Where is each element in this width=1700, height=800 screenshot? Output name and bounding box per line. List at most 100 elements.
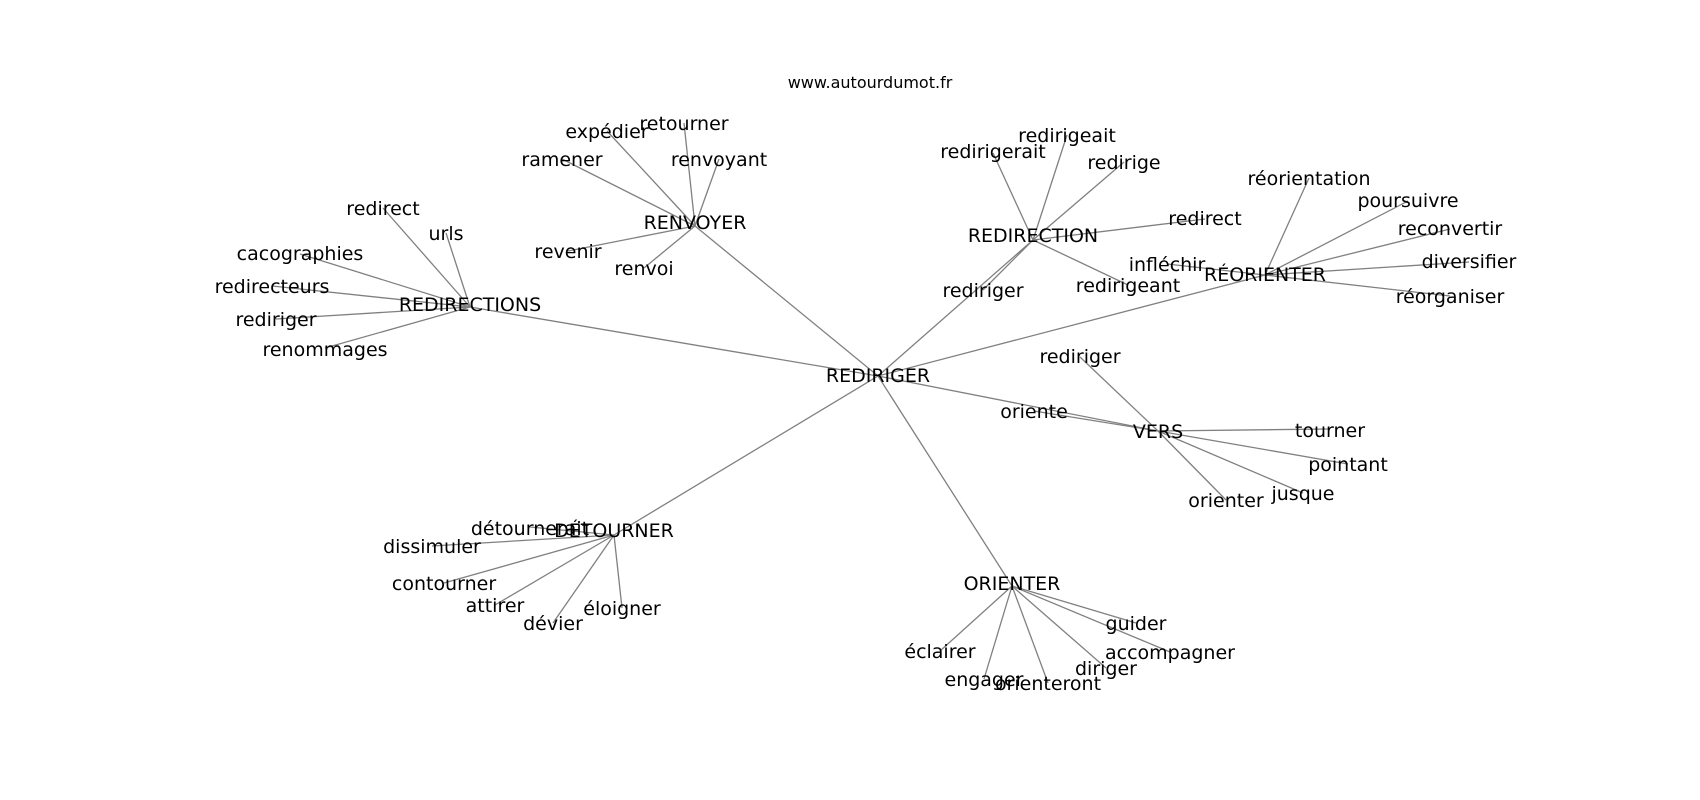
leaf-node-label: redirigerait <box>940 141 1045 163</box>
leaf-node-label: redirigeant <box>1076 275 1180 297</box>
edge-redirection-leaf <box>1032 218 1206 241</box>
leaf-node-label: retourner <box>639 113 728 135</box>
leaf-node-label: renvoyant <box>671 149 767 171</box>
hub-node-label-redirections: REDIRECTIONS <box>399 294 541 316</box>
edge-detourner-leaf <box>443 534 615 584</box>
leaf-node-label: redirigeait <box>1018 125 1116 147</box>
leaf-node-label: engager <box>945 669 1024 691</box>
edge-center-detourner <box>613 375 879 536</box>
leaf-node-label: dissimuler <box>383 536 481 558</box>
leaf-node-label: revenir <box>534 241 601 263</box>
edge-renvoyer-leaf <box>643 225 696 269</box>
edge-vers-leaf <box>1157 430 1349 465</box>
leaf-node-label: ramener <box>521 149 602 171</box>
edge-detourner-leaf <box>431 534 615 547</box>
leaf-node-label: jusque <box>1270 483 1334 505</box>
edge-renvoyer-leaf <box>683 122 696 227</box>
leaf-node-label: cacographies <box>237 243 364 265</box>
edge-center-vers <box>877 375 1159 432</box>
edge-orienter-leaf <box>983 585 1013 680</box>
hub-node-label-reorienter: RÉORIENTER <box>1204 263 1326 286</box>
edge-center-orienter <box>877 375 1013 587</box>
edge-center-renvoyer <box>694 225 879 377</box>
leaf-node-label: éclairer <box>904 641 975 663</box>
hub-node-label-redirection: REDIRECTION <box>968 225 1098 247</box>
leaf-node-label: pointant <box>1308 454 1388 476</box>
leaf-node-label: orienter <box>1188 490 1264 512</box>
leaf-node-label: infléchir <box>1129 254 1206 276</box>
leaf-node-label: éloigner <box>583 598 661 620</box>
edge-redirection-leaf <box>1032 239 1129 286</box>
edge-redirections-leaf <box>275 306 471 320</box>
edge-detourner-leaf <box>613 534 623 609</box>
leaf-node-label: accompagner <box>1105 642 1235 664</box>
leaf-node-label: orienteront <box>995 673 1101 695</box>
leaf-node-label: rediriger <box>942 280 1023 302</box>
edge-detourner-leaf <box>529 526 615 536</box>
edge-redirection-leaf <box>982 239 1034 291</box>
leaf-node-label: tourner <box>1295 420 1365 442</box>
edge-vers-leaf <box>1157 430 1304 494</box>
leaf-node-label: renommages <box>262 339 387 361</box>
edge-renvoyer-leaf <box>694 158 720 227</box>
edge-orienter-leaf <box>939 585 1013 652</box>
leaf-node-label: redirect <box>346 198 419 220</box>
edge-vers-leaf <box>1033 410 1159 432</box>
edge-redirections-leaf <box>299 253 471 308</box>
leaf-node-label: urls <box>428 223 463 245</box>
edge-redirections-leaf <box>445 232 471 308</box>
edge-center-reorienter <box>877 274 1266 377</box>
leaf-node-label: rediriger <box>1039 346 1120 368</box>
edge-renvoyer-leaf <box>606 130 696 227</box>
leaf-node-label: poursuivre <box>1357 190 1458 212</box>
edge-orienter-leaf <box>1011 585 1137 624</box>
edge-reorienter-leaf <box>1166 263 1266 276</box>
edge-reorienter-leaf <box>1264 177 1310 276</box>
leaf-node-label: rediriger <box>235 309 316 331</box>
hub-node-label-renvoyer: RENVOYER <box>644 212 747 234</box>
edge-center-redirections <box>469 306 879 377</box>
leaf-node-label: dévier <box>523 613 583 635</box>
leaf-node-label: réorganiser <box>1396 286 1505 308</box>
edge-detourner-leaf <box>552 534 615 624</box>
graph-labels: redirect urls cacographies redirecteurs redi… <box>215 113 1517 695</box>
hub-node-label-vers: VERS <box>1133 421 1183 443</box>
leaf-node-label: diriger <box>1075 658 1137 680</box>
edge-center-redirection <box>877 239 1034 377</box>
edge-renvoyer-leaf <box>567 225 696 252</box>
site-url: www.autourdumot.fr <box>788 73 953 92</box>
edge-reorienter-leaf <box>1264 228 1451 276</box>
leaf-node-label: diversifier <box>1422 251 1517 273</box>
leaf-node-label: contourner <box>392 573 496 595</box>
leaf-node-label: oriente <box>1000 401 1068 423</box>
edge-redirections-leaf <box>382 207 471 308</box>
hub-node-label-orienter: ORIENTER <box>964 573 1061 595</box>
leaf-node-label: redirect <box>1168 208 1241 230</box>
edge-reorienter-leaf <box>1264 274 1451 297</box>
leaf-node-label: reconvertir <box>1398 218 1503 240</box>
edge-redirections-leaf <box>324 306 471 349</box>
leaf-node-label: redirecteurs <box>215 276 330 298</box>
edge-orienter-leaf <box>1011 585 1107 669</box>
edge-redirection-leaf <box>1032 134 1068 241</box>
hub-node-label-detourner: DÉTOURNER <box>554 519 674 542</box>
edge-orienter-leaf <box>1011 585 1171 653</box>
edge-renvoyer-leaf <box>561 158 696 227</box>
leaf-node-label: guider <box>1106 613 1167 635</box>
edge-vers-leaf <box>1079 356 1159 432</box>
leaf-node-label: détournerait <box>471 518 589 540</box>
leaf-node-label: réorientation <box>1247 168 1370 190</box>
edge-reorienter-leaf <box>1264 261 1470 276</box>
leaf-node-label: attirer <box>466 595 525 617</box>
edge-orienter-leaf <box>1011 585 1049 684</box>
edge-redirection-leaf <box>992 152 1034 241</box>
edge-redirection-leaf <box>1032 161 1125 241</box>
edge-vers-leaf <box>1157 430 1227 501</box>
edge-vers-leaf <box>1157 428 1331 432</box>
leaf-node-label: renvoi <box>614 258 673 280</box>
leaf-node-label: expédier <box>565 121 648 143</box>
leaf-node-label: redirige <box>1087 152 1160 174</box>
graph-edges <box>271 122 1470 684</box>
edge-reorienter-leaf <box>1264 200 1409 276</box>
